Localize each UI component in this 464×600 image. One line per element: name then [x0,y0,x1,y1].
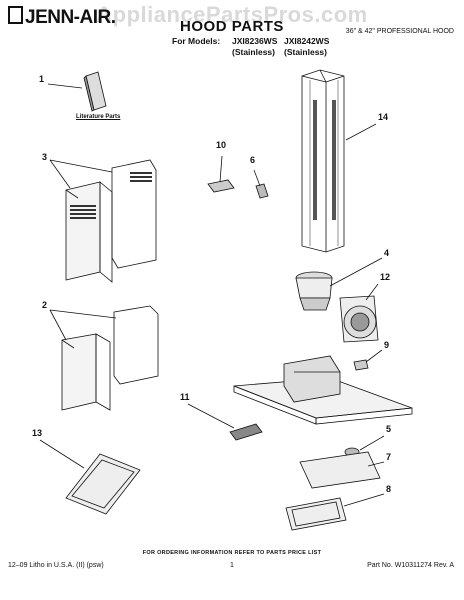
part-switch [187,403,263,441]
logo-box-icon [8,6,23,24]
finish-2: (Stainless) [284,47,327,57]
part-lower-duct-cover [49,305,159,411]
brand-name: JENN-AIR. [25,7,116,28]
part-literature-booklet [47,71,107,112]
finish-1: (Stainless) [232,47,275,57]
part-blower [339,283,379,343]
model-1: JXI8236WS [232,36,278,46]
callout-11: 11 [180,392,190,402]
callout-3: 3 [42,152,48,162]
callout-10: 10 [216,140,227,150]
part-filter-plate [285,493,385,531]
page-title: HOOD PARTS [180,18,284,35]
part-panel [299,451,385,489]
ordering-note: FOR ORDERING INFORMATION REFER TO PARTS … [142,550,322,556]
part-damper-transition [295,257,383,311]
product-name: 36" & 42" PROFESSIONAL HOOD [345,28,454,35]
callout-1: 1 [39,74,45,84]
callout-7: 7 [386,452,392,462]
callout-6: 6 [250,155,256,165]
callout-8: 8 [386,484,392,494]
part-plug [353,349,383,371]
part-clip [253,169,269,199]
part-grease-filter [39,439,141,515]
callout-2: 2 [42,300,48,310]
part-chimney-frame [301,69,377,253]
part-upper-duct-cover [49,159,157,283]
part-knob [344,435,385,457]
part-number: Part No. W10311274 Rev. A [367,562,454,569]
callout-5: 5 [386,424,392,434]
model-2: JXI8242WS [284,36,330,46]
callout-9: 9 [384,340,390,350]
litho-info: 12–09 Litho in U.S.A. (II) (psw) [8,562,104,569]
literature-parts-label: Literature Parts [76,114,121,120]
part-bracket [207,155,235,193]
part-hood-body [233,355,413,425]
callout-13: 13 [32,428,43,438]
callout-14: 14 [378,112,389,122]
brand-logo: JENN-AIR. [8,6,116,29]
watermark: AppliancePartsPros.com [96,2,368,27]
page-number: 1 [230,562,234,569]
callout-4: 4 [384,248,390,258]
callout-12: 12 [380,272,391,282]
models-prefix: For Models: [172,36,221,46]
